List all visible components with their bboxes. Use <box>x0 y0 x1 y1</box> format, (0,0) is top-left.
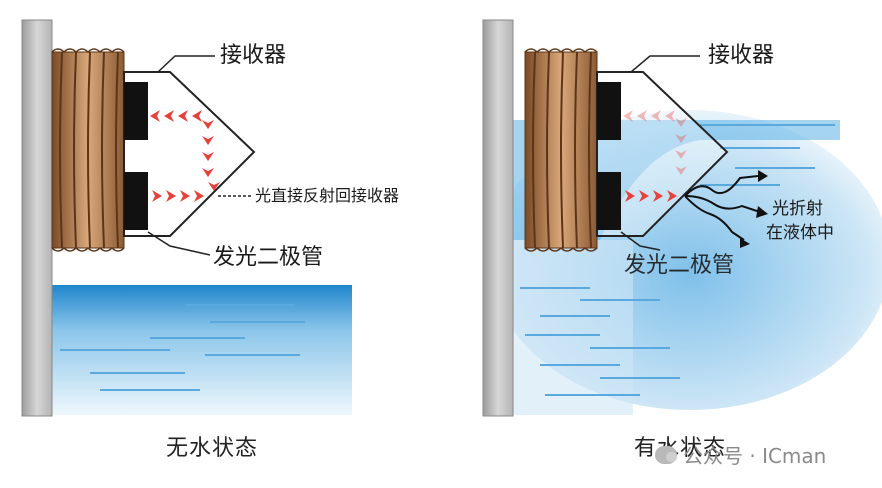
panel-with-water: 接收器 光折射 在液体中 发光二极管 <box>482 19 882 417</box>
threaded-body <box>524 48 598 252</box>
receiver-component <box>124 82 148 140</box>
led-component <box>124 172 148 230</box>
panel-no-water: 接收器 光直接反射回接收器 发光二极管 <box>21 19 399 417</box>
threaded-body <box>51 48 125 252</box>
receiver-label: 接收器 <box>708 43 774 68</box>
receiver-label: 接收器 <box>220 43 286 68</box>
led-component <box>597 172 621 230</box>
refract-label-line2: 在液体中 <box>766 223 834 243</box>
watermark-text: 公众号 · ICman <box>683 444 827 468</box>
receiver-component <box>597 82 621 140</box>
caption-with-water: 有水状态 <box>634 436 727 461</box>
led-label: 发光二极管 <box>624 253 734 278</box>
watermark: 公众号 · ICman <box>655 440 826 469</box>
led-label: 发光二极管 <box>213 245 323 270</box>
refracted-rays <box>684 175 761 241</box>
wechat-icon <box>655 445 677 464</box>
reflect-note: 光直接反射回接收器 <box>255 186 399 205</box>
caption-no-water: 无水状态 <box>166 436 259 461</box>
tank-wall <box>482 19 514 417</box>
water-body <box>52 285 352 415</box>
refract-label-line1: 光折射 <box>772 199 823 219</box>
tank-wall <box>21 19 53 417</box>
